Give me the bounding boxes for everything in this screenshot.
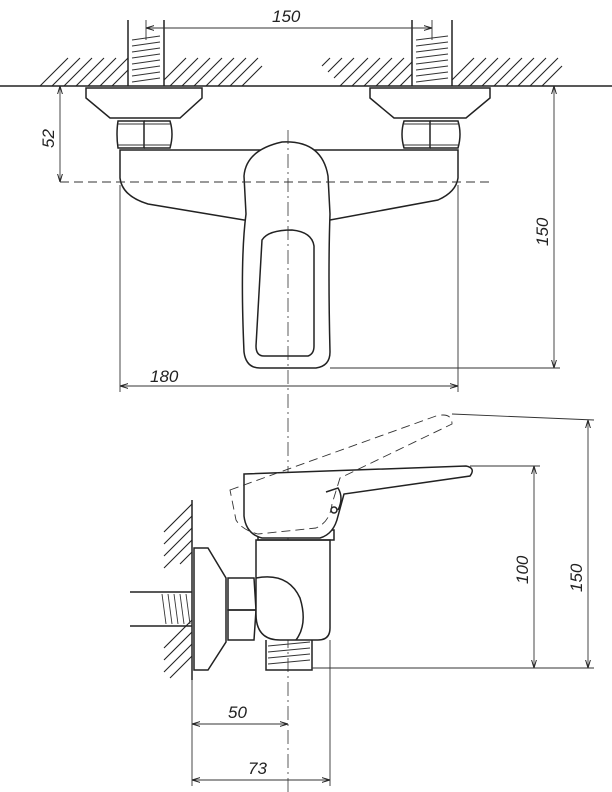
nut-left xyxy=(116,120,173,149)
side-inlet-pipe xyxy=(130,591,192,627)
front-view xyxy=(0,20,612,792)
label-front-height: 150 xyxy=(533,217,552,246)
side-wall-hatch xyxy=(163,503,193,679)
dim-front-width xyxy=(119,185,459,392)
label-pipe-spacing: 150 xyxy=(272,7,301,26)
dim-outlet-height xyxy=(312,465,594,669)
dim-outlet-offset xyxy=(191,680,288,786)
wall-hatch-right xyxy=(321,57,563,87)
label-outlet-offset: 50 xyxy=(228,703,247,722)
side-flange xyxy=(193,547,227,671)
side-handle-closed xyxy=(243,465,473,539)
lever-handle-front xyxy=(241,141,331,369)
label-outlet-height: 100 xyxy=(513,555,532,584)
side-view xyxy=(130,413,595,786)
label-centerline-depth: 52 xyxy=(39,129,58,148)
dim-front-height xyxy=(330,86,560,369)
label-total-depth: 73 xyxy=(248,759,267,778)
side-handle-detail xyxy=(325,487,342,511)
wall-hatch-left xyxy=(39,57,263,87)
dim-total-depth xyxy=(192,640,331,786)
side-outlet-thread xyxy=(265,640,313,671)
side-body-curve xyxy=(255,576,304,641)
lever-handle-inner xyxy=(255,229,315,357)
side-mixer-body xyxy=(255,539,331,641)
label-front-width: 180 xyxy=(150,367,179,386)
pipe-right xyxy=(411,20,453,86)
label-handle-height: 150 xyxy=(567,563,586,592)
flange-right xyxy=(369,87,491,119)
side-handle-open xyxy=(229,414,453,535)
side-nut xyxy=(227,577,257,641)
flange-left xyxy=(85,87,203,119)
nut-right xyxy=(401,120,461,149)
dim-handle-height xyxy=(451,413,595,668)
